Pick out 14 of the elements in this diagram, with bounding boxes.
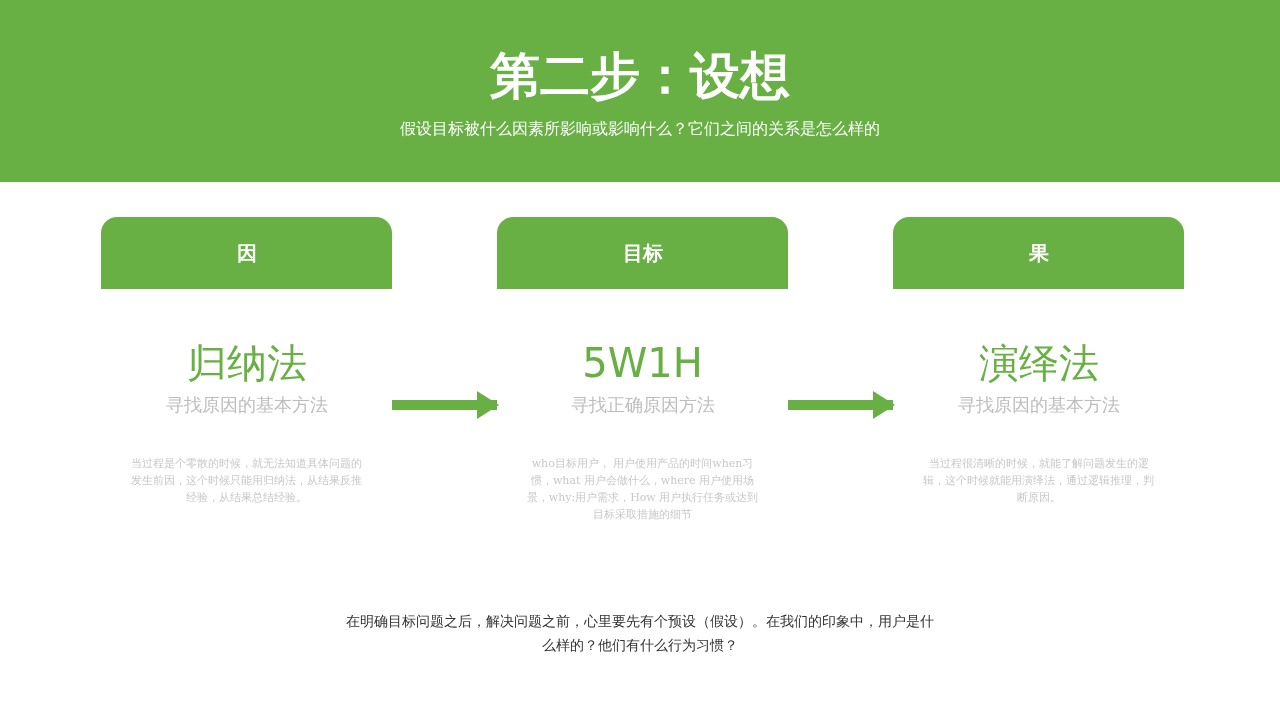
header-tab: 目标	[497, 217, 788, 289]
title: 第二步：设想	[489, 46, 791, 107]
method-title: 5W1H	[582, 339, 703, 388]
method-title: 归纳法	[186, 339, 307, 388]
header-tab: 因	[101, 217, 392, 289]
method-subtitle: 寻找正确原因方法	[570, 393, 715, 417]
arrow	[392, 391, 499, 419]
method-subtitle: 寻找原因的基本方法	[957, 393, 1120, 417]
header-tab: 果	[893, 217, 1184, 289]
method-subtitle: 寻找原因的基本方法	[165, 393, 328, 417]
arrow	[788, 391, 895, 419]
method-title: 演绎法	[978, 339, 1099, 388]
note-text: 在明确目标问题之后，解决问题之前，心里要先有个预设（假设）。在我们的印象中，用户是什么样的？他们有什么行为习惯？	[345, 612, 935, 655]
subtitle: 假设目标被什么因素所影响或影响什么？它们之间的关系是怎么样的	[399, 118, 881, 140]
